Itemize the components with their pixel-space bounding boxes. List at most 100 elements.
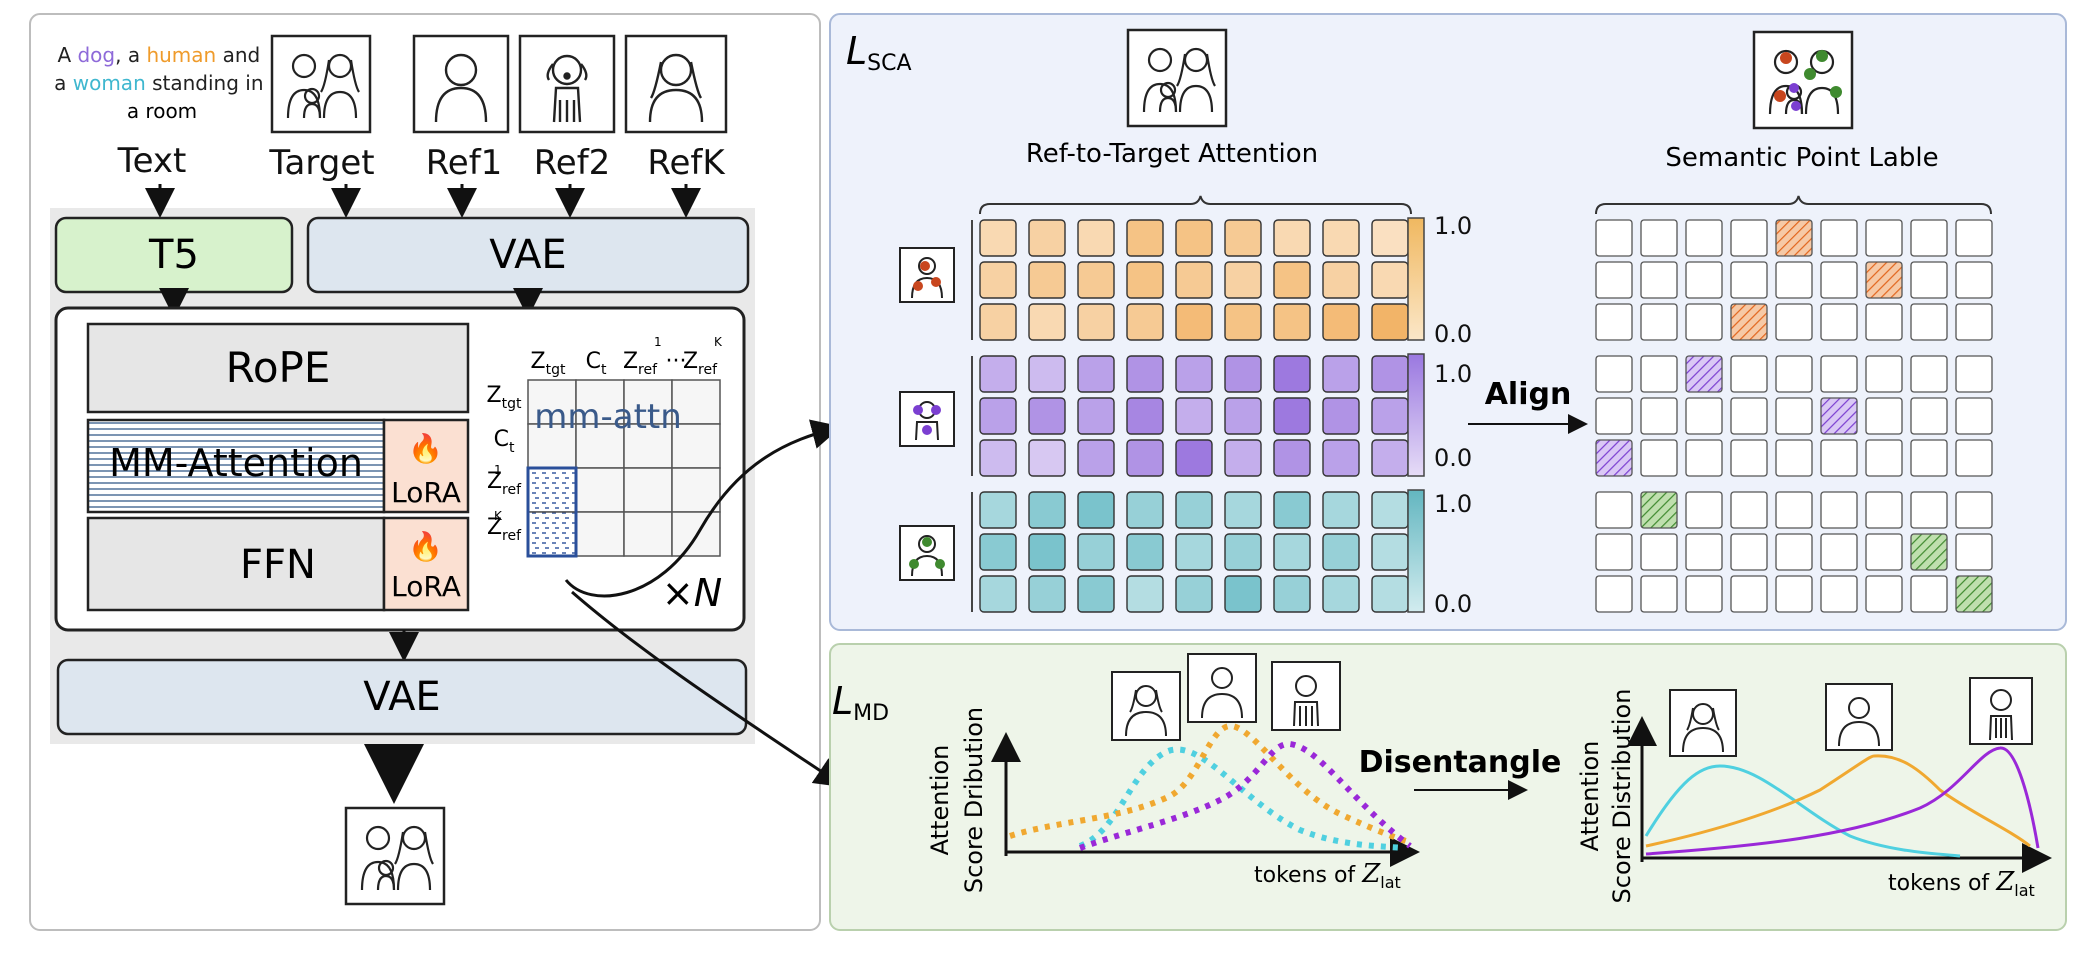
- heatmap-cell: [1028, 261, 1066, 299]
- matrix-cell: [575, 423, 625, 469]
- prompt-caption: A dog, a human and a woman standing in a…: [54, 43, 270, 123]
- label-cell: [1865, 397, 1903, 435]
- label-cell: [1595, 397, 1633, 435]
- heatmap-cell: [1077, 355, 1115, 393]
- label-cell: [1775, 491, 1813, 529]
- heatmap-cell: [1126, 533, 1164, 571]
- rope-block: [86, 322, 470, 414]
- scale-max-purple: 1.0: [1434, 360, 1472, 388]
- label-cell: [1955, 397, 1993, 435]
- label-cell: [1865, 439, 1903, 477]
- curve-cyan-dotted: [1078, 746, 1405, 851]
- label-cell: [1730, 261, 1768, 299]
- point-woman: [1830, 86, 1842, 98]
- caption-word: A: [57, 43, 77, 67]
- attention-grids: [971, 195, 1993, 613]
- heatmap-cell: [1028, 397, 1066, 435]
- label-cell: [1955, 533, 1993, 571]
- md-woman-image: [1111, 671, 1181, 741]
- family-icon: [1142, 47, 1216, 113]
- heatmap-cell: [1224, 533, 1262, 571]
- label-cell: [1775, 575, 1813, 613]
- matrix-col-sup: 1: [654, 335, 662, 349]
- label-cell: [1595, 533, 1633, 571]
- target-image: [270, 34, 372, 134]
- matrix-cell: [527, 511, 577, 557]
- matrix-row-sup: 1: [494, 463, 502, 477]
- heatmap-cell: [1371, 303, 1409, 341]
- mm-attention-label: MM-Attention: [109, 441, 363, 485]
- label-cell: [1730, 575, 1768, 613]
- label-cell: [1775, 261, 1813, 299]
- heatmap-cell: [1322, 439, 1360, 477]
- right-plot-ylabel-2: Score Distribution: [1608, 689, 1636, 904]
- label-cell: [1730, 533, 1768, 571]
- label-cell: [1775, 303, 1813, 341]
- md-right-human-image: [1825, 683, 1893, 751]
- label-cell: [1730, 491, 1768, 529]
- label-cell: [1820, 219, 1858, 257]
- matrix-col-header: Zref: [683, 349, 718, 378]
- heatmap-cell: [1126, 575, 1164, 613]
- matrix-cell: [623, 467, 673, 513]
- label-cell: [1910, 219, 1948, 257]
- semantic-point-heading: Semantic Point Lable: [1665, 143, 1938, 173]
- label-cell-marked: [1775, 219, 1813, 257]
- heatmap-cell: [1126, 355, 1164, 393]
- curve-purple: [1645, 746, 2040, 856]
- refk-image: [624, 34, 728, 134]
- label-cell: [1685, 439, 1723, 477]
- md-title: LMD: [832, 679, 889, 726]
- ref-to-target-heading: Ref-to-Target Attention: [1026, 139, 1318, 169]
- caption-word: standing in: [146, 71, 264, 95]
- repeat-n-label: ×N: [662, 571, 722, 615]
- heatmap-cell: [1077, 439, 1115, 477]
- sca-target-image: [1126, 28, 1228, 128]
- heatmap-cell: [979, 533, 1017, 571]
- rope-label: RoPE: [226, 343, 331, 392]
- heatmap-cell: [1273, 303, 1311, 341]
- label-cell-marked: [1910, 533, 1948, 571]
- caption-word: human: [146, 43, 216, 67]
- matrix-cell: [527, 379, 577, 425]
- heatmap-cell: [1126, 397, 1164, 435]
- lora-block-attention: [382, 418, 470, 514]
- point-human: [1780, 52, 1792, 64]
- label-cell: [1955, 491, 1993, 529]
- label-cell: [1685, 303, 1723, 341]
- md-right-woman-image: [1669, 689, 1737, 757]
- mm-attn-label: mm-attn: [534, 397, 682, 437]
- scale-bar-purple: [1407, 353, 1425, 477]
- label-cell-marked: [1820, 397, 1858, 435]
- heatmap-cell: [1028, 355, 1066, 393]
- matrix-cell: [575, 467, 625, 513]
- scale-max-orange: 1.0: [1434, 212, 1472, 240]
- label-cell: [1820, 533, 1858, 571]
- caption-word: dog: [77, 43, 115, 67]
- heatmap-cell: [979, 355, 1017, 393]
- label-cell: [1910, 491, 1948, 529]
- label-cell: [1775, 533, 1813, 571]
- heatmap-cell: [1126, 219, 1164, 257]
- ffn-label: FFN: [240, 542, 316, 588]
- scale-max-teal: 1.0: [1434, 490, 1472, 518]
- label-cell: [1640, 261, 1678, 299]
- heatmap-cell: [1224, 439, 1262, 477]
- label-cell: [1685, 219, 1723, 257]
- heatmap-cell: [1077, 533, 1115, 571]
- point-dog: [1791, 101, 1801, 111]
- heatmap-cell: [1322, 303, 1360, 341]
- caption-word: woman: [73, 71, 146, 95]
- label-cell: [1865, 491, 1903, 529]
- point-human: [1774, 90, 1786, 102]
- heatmap-cell: [1322, 491, 1360, 529]
- heatmap-cell: [1175, 219, 1213, 257]
- input-label-ref1: Ref1: [426, 143, 503, 183]
- scale-min-purple: 0.0: [1434, 444, 1472, 472]
- label-cell: [1910, 575, 1948, 613]
- matrix-col-sup: K: [714, 335, 723, 349]
- heatmap-cell: [1322, 575, 1360, 613]
- heatmap-cell: [1224, 219, 1262, 257]
- woman-icon: [648, 53, 704, 123]
- caption-word: , a: [115, 43, 146, 67]
